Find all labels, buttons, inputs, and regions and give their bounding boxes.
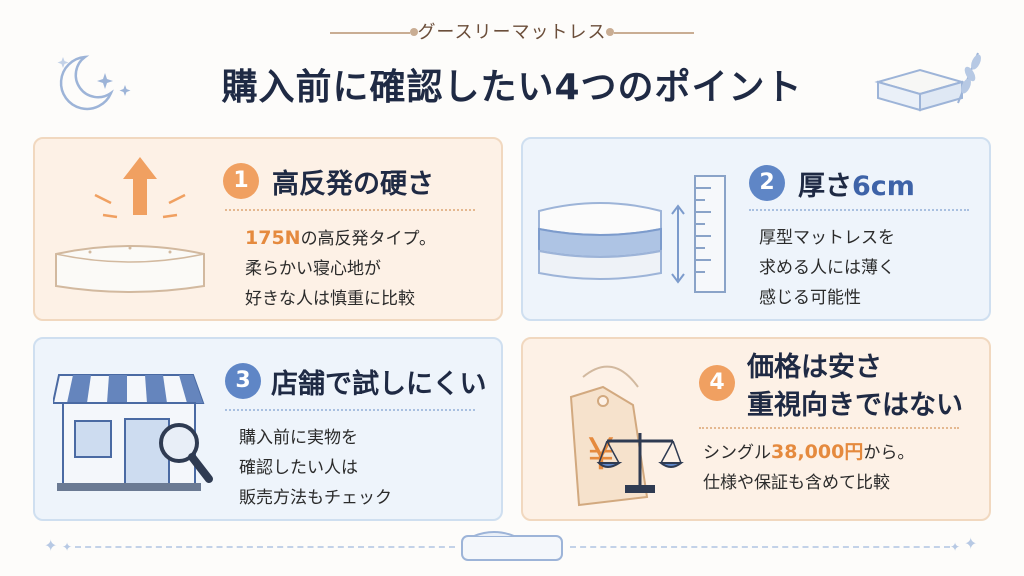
number-badge: 4 bbox=[699, 365, 735, 401]
subtitle-bar: グースリーマットレス bbox=[0, 18, 1024, 44]
up-arrow-icon bbox=[94, 157, 186, 219]
leaf-icon bbox=[957, 52, 981, 104]
ruler-icon bbox=[694, 175, 726, 293]
footer-divider-right bbox=[570, 546, 950, 548]
subtitle-line-left bbox=[330, 32, 410, 34]
divider bbox=[225, 209, 475, 211]
point-heading: 厚さ6cm bbox=[798, 171, 915, 202]
sparkle-icon: ✦ bbox=[44, 536, 58, 555]
point-card-1: 1 高反発の硬さ 175Nの高反発タイプ。 柔らかい寝心地が 好きな人は慎重に比… bbox=[33, 137, 503, 321]
sparkle-icon: ✦ bbox=[62, 540, 73, 554]
point-body: シングル38,000円から。 仕様や保証も含めて比較 bbox=[703, 441, 915, 493]
point-body: 厚型マットレスを 求める人には薄く 感じる可能性 bbox=[759, 228, 895, 308]
svg-text:¥: ¥ bbox=[587, 429, 615, 480]
point-card-3: 3 店舗で試しにくい 購入前に実物を 確認したい人は 販売方法もチェック bbox=[33, 337, 503, 521]
point-card-4: ¥ 4 価格は安さ 重視向きではない シングル38,000円から。 仕様や保証も… bbox=[521, 337, 991, 521]
point-body: 175Nの高反発タイプ。 柔らかい寝心地が 好きな人は慎重に比較 bbox=[245, 227, 437, 309]
point-heading: 高反発の硬さ bbox=[272, 169, 434, 200]
mattress-illustration bbox=[55, 245, 205, 293]
mattress-icon bbox=[874, 68, 966, 112]
subtitle-dot-right bbox=[606, 28, 614, 36]
sparkle-icon: ✦ bbox=[950, 540, 961, 554]
divider bbox=[749, 209, 969, 211]
magnifier-icon bbox=[159, 423, 213, 483]
footer-mattress-icon bbox=[461, 531, 563, 561]
thickness-value: 6cm bbox=[852, 171, 915, 202]
hardness-value: 175N bbox=[245, 227, 301, 249]
mattress-stack-illustration bbox=[538, 202, 662, 280]
footer-divider-left bbox=[75, 546, 455, 548]
number-badge: 1 bbox=[223, 163, 259, 199]
point-heading: 価格は安さ 重視向きではない bbox=[747, 352, 963, 421]
divider bbox=[225, 409, 475, 411]
sparkle-icon: ✦ bbox=[964, 534, 978, 553]
storefront-icon bbox=[53, 374, 205, 491]
subtitle-dot-left bbox=[410, 28, 418, 36]
subtitle-line-right bbox=[614, 32, 694, 34]
height-arrow-icon bbox=[671, 204, 685, 284]
moon-stars-icon bbox=[57, 55, 131, 111]
divider bbox=[699, 427, 959, 429]
number-badge: 2 bbox=[749, 165, 785, 201]
point-body: 購入前に実物を 確認したい人は 販売方法もチェック bbox=[239, 428, 392, 508]
point-card-2: 2 厚さ6cm 厚型マットレスを 求める人には薄く 感じる可能性 bbox=[521, 137, 991, 321]
number-badge: 3 bbox=[225, 363, 261, 399]
price-value: 38,000円 bbox=[771, 441, 864, 463]
scale-icon bbox=[596, 433, 684, 493]
point-heading: 店舗で試しにくい bbox=[271, 369, 487, 400]
subtitle: グースリーマットレス bbox=[417, 22, 607, 43]
page-title: 購入前に確認したい4つのポイント bbox=[221, 67, 803, 108]
